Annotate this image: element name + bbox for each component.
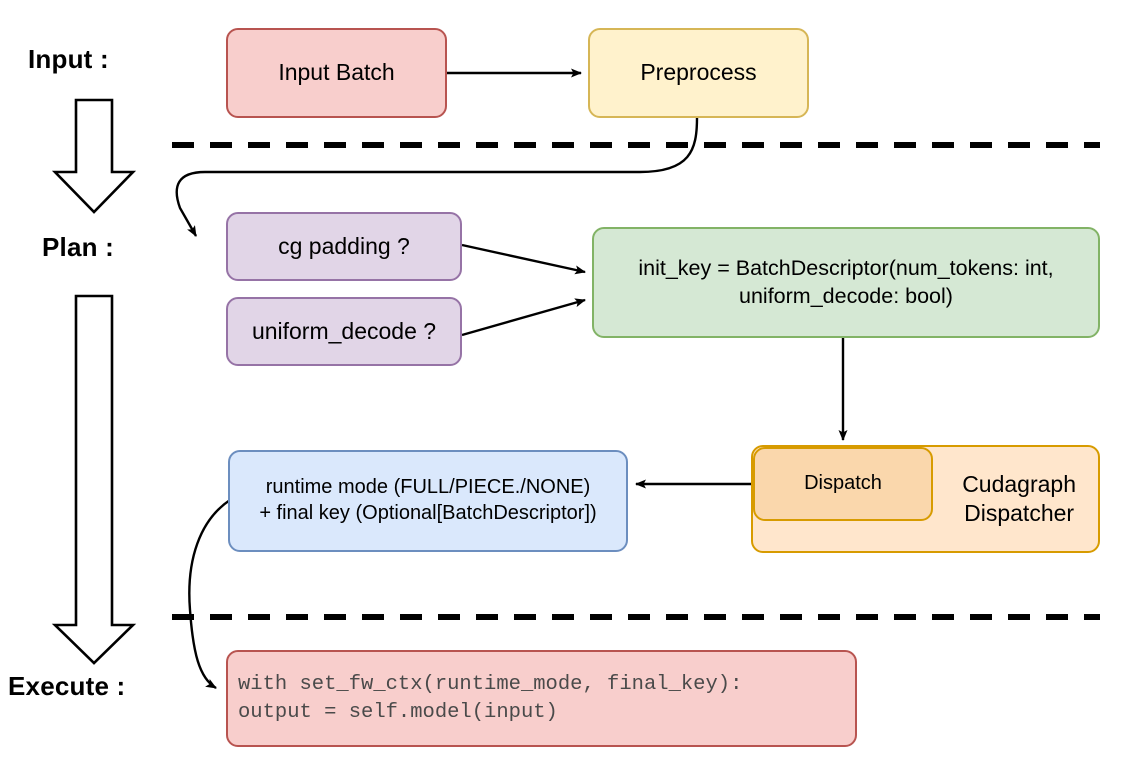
stage-label-plan: Plan : [42,232,114,262]
connector-cg-padding-to-init-key [461,243,586,275]
node-dispatch[interactable]: Dispatch [753,447,933,521]
node-input-batch[interactable]: Input Batch [226,28,447,118]
node-code-block-set-fw-ctx[interactable]: with set_fw_ctx(runtime_mode, final_key)… [226,650,857,747]
node-uniform-decode[interactable]: uniform_decode ? [226,297,462,366]
connector-uniform-decode-to-init-key [461,298,586,337]
connector-runtime-mode-to-code-block [188,499,231,690]
stage-arrow-plan-to-execute [51,294,137,665]
stage-arrow-input-to-plan [51,98,137,214]
node-init-key-batch-descriptor[interactable]: init_key = BatchDescriptor(num_tokens: i… [592,227,1100,338]
stage-label-input: Input : [28,44,109,74]
node-runtime-mode-and-final-key[interactable]: runtime mode (FULL/PIECE./NONE) + final … [228,450,628,552]
stage-label-execute: Execute : [8,671,126,701]
node-preprocess[interactable]: Preprocess [588,28,809,118]
node-cg-padding[interactable]: cg padding ? [226,212,462,281]
